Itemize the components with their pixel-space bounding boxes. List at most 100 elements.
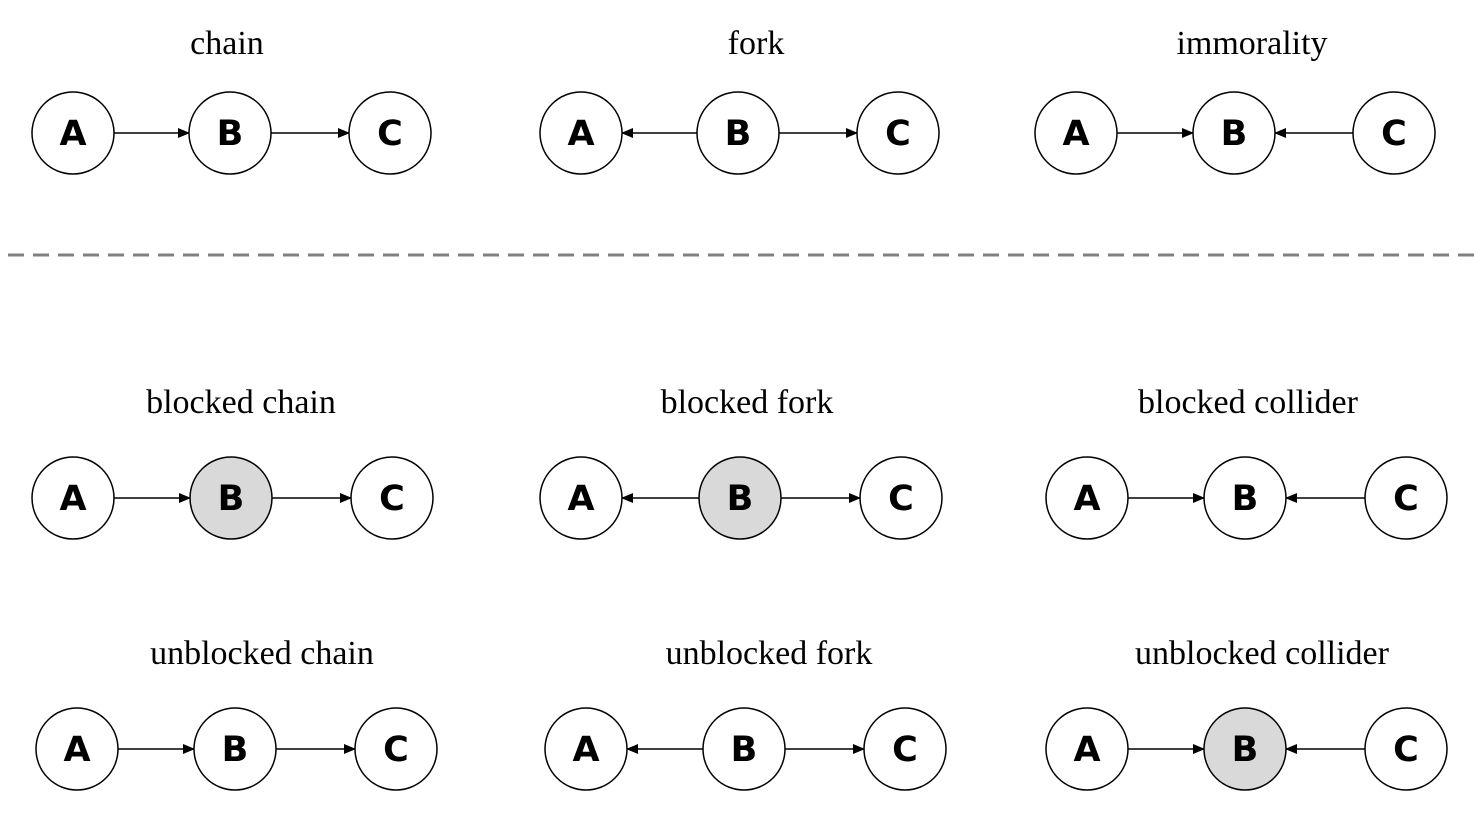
node-a: A <box>31 91 115 175</box>
panel-title: blocked chain <box>146 384 336 421</box>
node-a: A <box>544 707 628 791</box>
node-c: C <box>856 91 940 175</box>
node-b: B <box>193 707 277 791</box>
node-a: A <box>1045 456 1129 540</box>
node-circle <box>1192 91 1276 175</box>
node-label: C <box>892 730 918 770</box>
node-circle <box>539 91 623 175</box>
node-circle <box>350 456 434 540</box>
node-b: B <box>1192 91 1276 175</box>
node-label: B <box>217 114 244 154</box>
node-label: C <box>885 114 911 154</box>
node-b-conditioned: B <box>1203 707 1287 791</box>
node-circle <box>31 91 115 175</box>
node-circle <box>189 456 273 540</box>
node-c: C <box>350 456 434 540</box>
panel-title: unblocked fork <box>666 635 873 672</box>
node-circle <box>1364 456 1448 540</box>
node-b: B <box>696 91 780 175</box>
node-c: C <box>354 707 438 791</box>
node-label: C <box>1393 730 1419 770</box>
node-circle <box>1203 707 1287 791</box>
node-circle <box>1045 707 1129 791</box>
node-circle <box>1352 91 1436 175</box>
node-label: A <box>59 114 86 154</box>
node-a: A <box>1034 91 1118 175</box>
node-label: A <box>63 730 90 770</box>
node-circle <box>348 91 432 175</box>
node-b-conditioned: B <box>189 456 273 540</box>
panel-title: chain <box>190 25 264 62</box>
node-circle <box>863 707 947 791</box>
panel-title: unblocked chain <box>150 635 374 672</box>
node-circle <box>856 91 940 175</box>
node-circle <box>193 707 277 791</box>
node-label: A <box>572 730 599 770</box>
node-circle <box>354 707 438 791</box>
node-label: B <box>731 730 758 770</box>
node-c: C <box>1364 707 1448 791</box>
node-circle <box>698 456 782 540</box>
node-label: B <box>1232 730 1259 770</box>
node-circle <box>35 707 119 791</box>
node-label: B <box>222 730 249 770</box>
node-label: A <box>567 114 594 154</box>
panel-title: unblocked collider <box>1135 635 1390 672</box>
node-label: C <box>1381 114 1407 154</box>
node-c: C <box>348 91 432 175</box>
panel-title: blocked fork <box>661 384 834 421</box>
node-circle <box>544 707 628 791</box>
node-label: C <box>1393 479 1419 519</box>
node-label: A <box>1073 479 1100 519</box>
node-circle <box>539 456 623 540</box>
node-circle <box>1045 456 1129 540</box>
node-c: C <box>1364 456 1448 540</box>
node-label: A <box>567 479 594 519</box>
node-circle <box>1203 456 1287 540</box>
node-circle <box>696 91 780 175</box>
node-label: B <box>218 479 245 519</box>
node-label: A <box>1062 114 1089 154</box>
node-c: C <box>1352 91 1436 175</box>
node-b: B <box>188 91 272 175</box>
panel-title: blocked collider <box>1138 384 1359 421</box>
node-a: A <box>539 456 623 540</box>
node-label: C <box>383 730 409 770</box>
node-circle <box>702 707 786 791</box>
panel-title: fork <box>728 25 785 62</box>
node-label: B <box>1232 479 1259 519</box>
node-circle <box>1034 91 1118 175</box>
node-label: B <box>725 114 752 154</box>
node-c: C <box>859 456 943 540</box>
node-a: A <box>35 707 119 791</box>
node-label: A <box>59 479 86 519</box>
node-circle <box>1364 707 1448 791</box>
panel-title: immorality <box>1176 25 1327 62</box>
node-b: B <box>702 707 786 791</box>
node-label: B <box>727 479 754 519</box>
node-b: B <box>1203 456 1287 540</box>
node-label: C <box>888 479 914 519</box>
node-label: A <box>1073 730 1100 770</box>
node-c: C <box>863 707 947 791</box>
node-label: B <box>1221 114 1248 154</box>
node-a: A <box>1045 707 1129 791</box>
node-circle <box>188 91 272 175</box>
node-b-conditioned: B <box>698 456 782 540</box>
node-circle <box>31 456 115 540</box>
node-label: C <box>379 479 405 519</box>
node-label: C <box>377 114 403 154</box>
node-a: A <box>539 91 623 175</box>
node-circle <box>859 456 943 540</box>
